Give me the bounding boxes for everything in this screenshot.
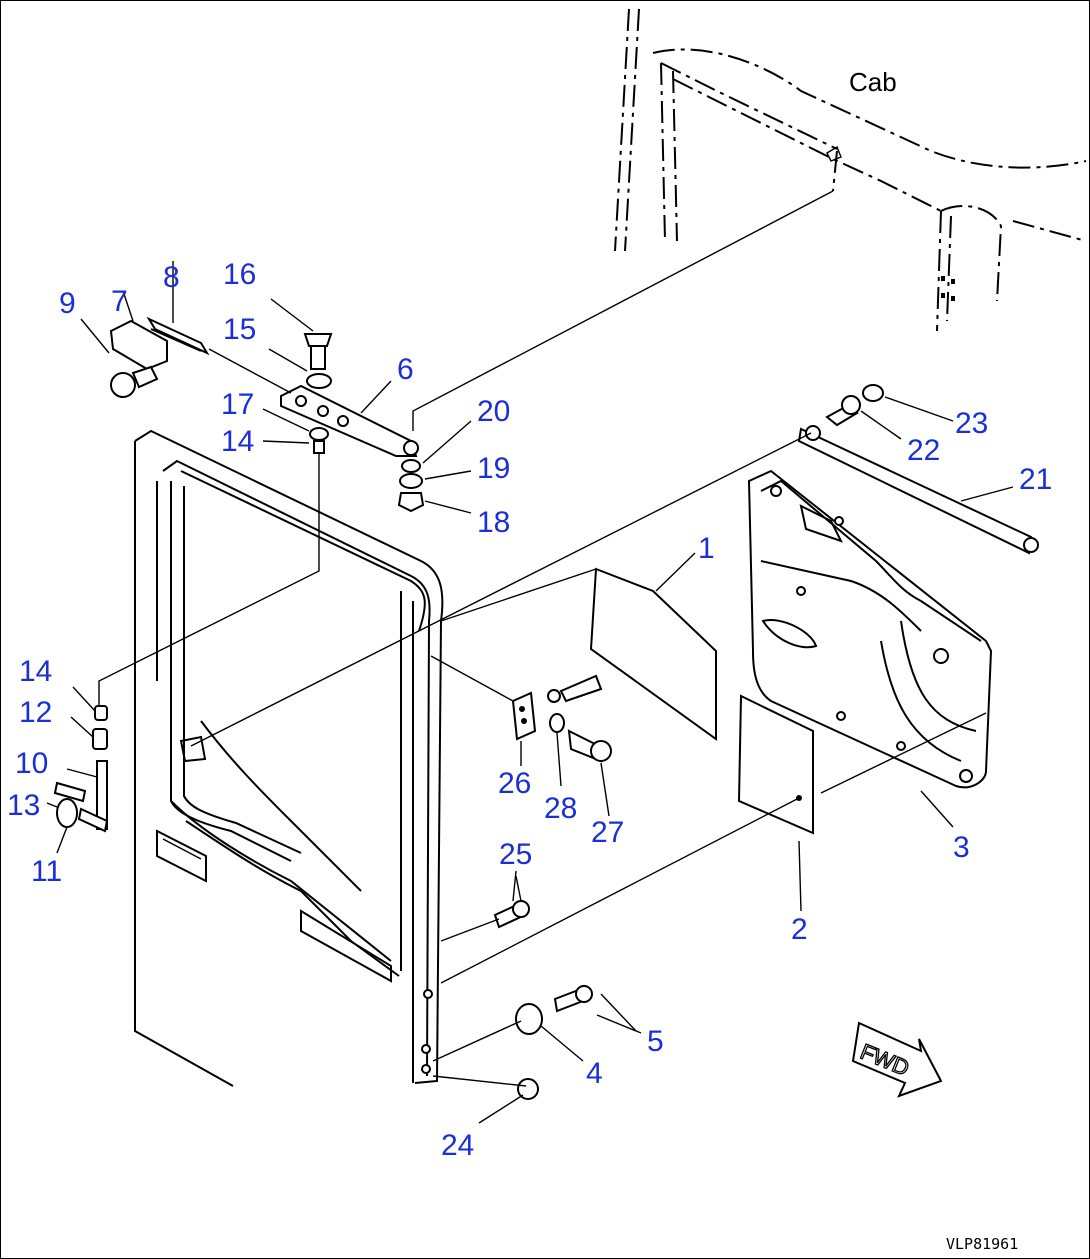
part-label-14-top: 14 bbox=[221, 425, 254, 458]
pin-assembly bbox=[53, 705, 109, 833]
part-label-13: 13 bbox=[7, 789, 40, 822]
part-label-9: 9 bbox=[59, 287, 76, 320]
part-label-7: 7 bbox=[111, 285, 128, 318]
part-label-14-bottom: 14 bbox=[19, 655, 52, 688]
part-label-2: 2 bbox=[791, 913, 808, 946]
part-label-11: 11 bbox=[31, 855, 62, 888]
part-label-20: 20 bbox=[477, 395, 510, 428]
drawing-code: VLP81961 bbox=[946, 1235, 1018, 1253]
part-label-27: 27 bbox=[591, 816, 624, 849]
part-label-5: 5 bbox=[647, 1025, 664, 1058]
part-label-26: 26 bbox=[498, 767, 531, 800]
hinge-assembly bbox=[109, 316, 425, 513]
part-label-3: 3 bbox=[953, 831, 970, 864]
door-trim-panel bbox=[747, 469, 993, 789]
cab-label: Cab bbox=[849, 67, 897, 97]
part-label-19: 19 bbox=[477, 452, 510, 485]
part-label-12: 12 bbox=[19, 696, 52, 729]
part-label-8: 8 bbox=[163, 261, 180, 294]
part-label-25: 25 bbox=[499, 838, 532, 871]
door-frame bbox=[134, 429, 444, 1087]
part-label-17: 17 bbox=[221, 388, 254, 421]
part-label-24: 24 bbox=[441, 1129, 474, 1162]
cab-outline bbox=[614, 8, 1087, 332]
part-label-18: 18 bbox=[477, 506, 510, 539]
part-label-6: 6 bbox=[397, 353, 414, 386]
part-label-1: 1 bbox=[698, 532, 715, 565]
part-label-15: 15 bbox=[223, 313, 256, 346]
sheets bbox=[589, 567, 814, 835]
leader-lines bbox=[46, 190, 1014, 1124]
part-label-22: 22 bbox=[907, 434, 940, 467]
part-label-23: 23 bbox=[955, 407, 988, 440]
stay-rod bbox=[797, 384, 1039, 555]
part-label-21: 21 bbox=[1019, 463, 1052, 496]
part-label-28: 28 bbox=[544, 792, 577, 825]
part-label-16: 16 bbox=[223, 258, 256, 291]
part-label-4: 4 bbox=[586, 1057, 603, 1090]
forward-arrow bbox=[851, 1021, 943, 1098]
part-label-10: 10 bbox=[15, 747, 48, 780]
part-number-labels: 8 7 9 16 15 6 17 14 20 19 18 23 22 21 1 … bbox=[7, 258, 1052, 1162]
